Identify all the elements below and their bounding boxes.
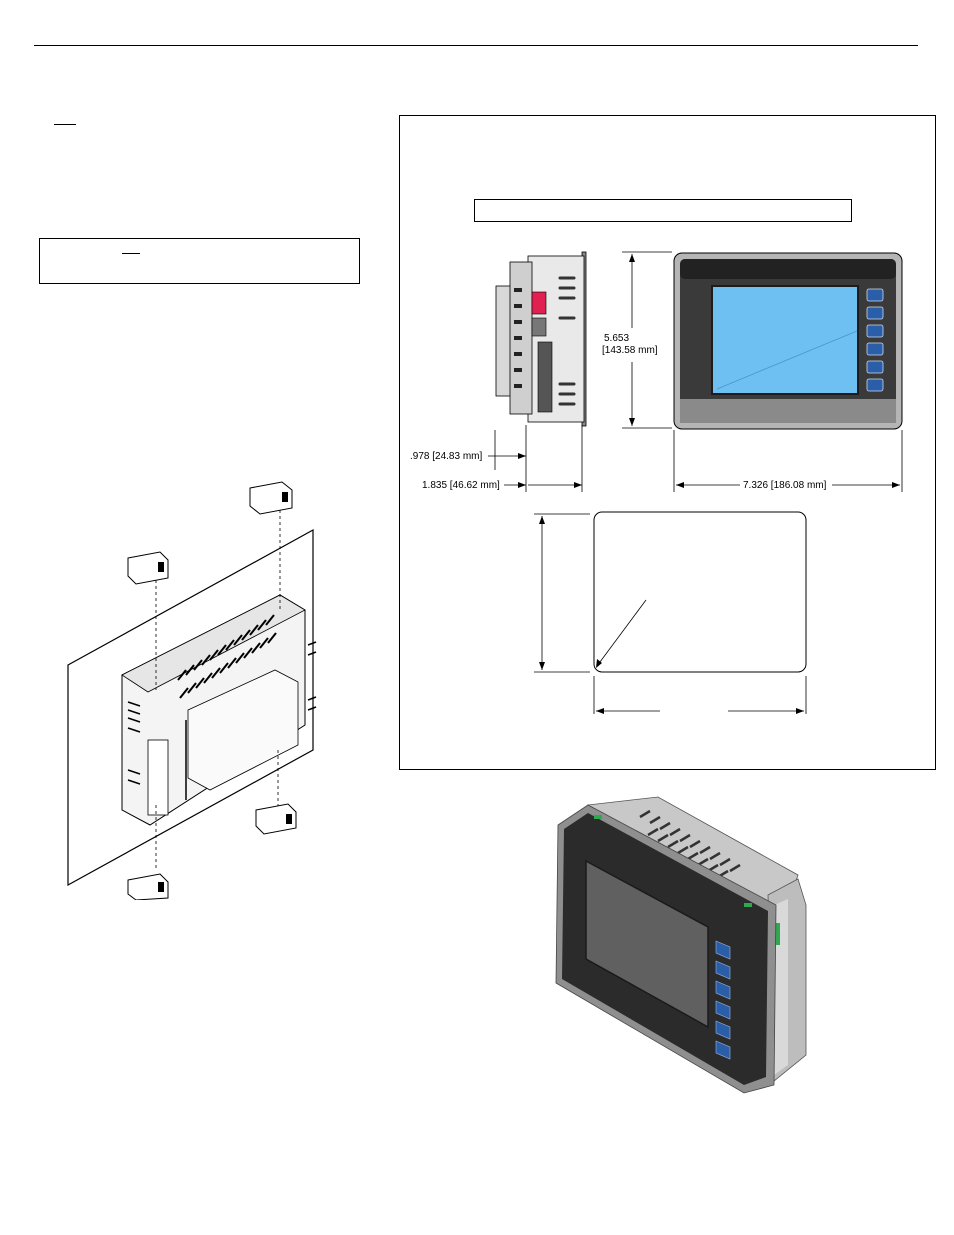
note-box	[39, 238, 360, 284]
height-dimension-mm: [143.58 mm]	[602, 345, 658, 356]
note-underline	[122, 253, 140, 254]
dimension-figure-frame	[399, 115, 936, 770]
panel-cutout-drawing	[534, 511, 807, 714]
heading-underline	[54, 124, 76, 125]
height-dimension-in: 5.653	[604, 333, 630, 344]
panel-mounting-clips-drawing	[67, 481, 317, 900]
isometric-product-render	[555, 796, 807, 1094]
dimension-lines	[488, 251, 903, 492]
total-depth-dimension: 1.835 [46.62 mm]	[422, 480, 500, 491]
front-view-drawing	[673, 252, 903, 430]
front-depth-dimension: .978 [24.83 mm]	[410, 451, 483, 462]
width-dimension: 7.326 [186.08 mm]	[743, 480, 827, 491]
side-view-drawing	[495, 251, 587, 427]
figure-caption-box	[474, 199, 852, 222]
header-rule	[34, 45, 918, 46]
